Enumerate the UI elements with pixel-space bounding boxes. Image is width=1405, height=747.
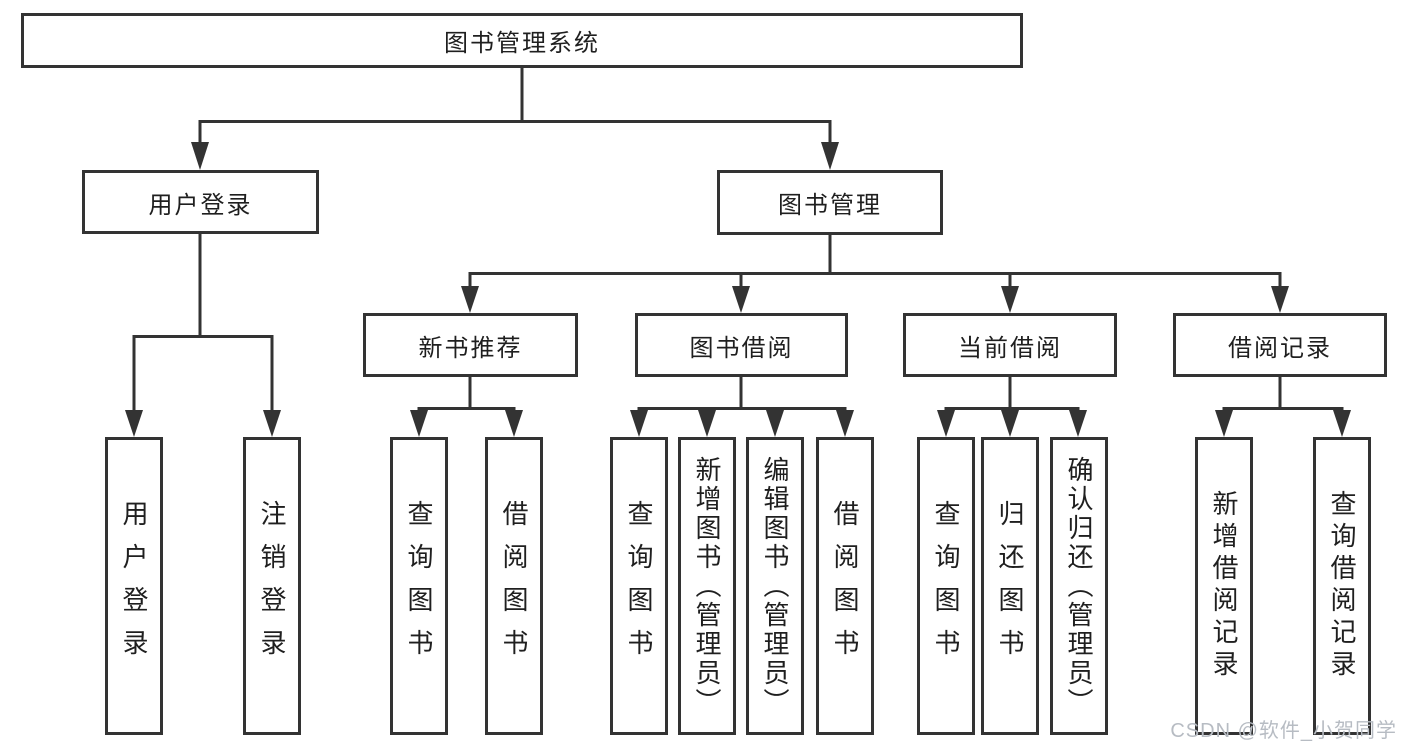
node-book-borrowing: 图书借阅 (635, 313, 848, 377)
node-new-book-recommendation: 新书推荐 (363, 313, 578, 377)
node-library-management-system: 图书管理系统 (21, 13, 1023, 68)
leaf-add-borrow-record: 新增借阅记录 (1195, 437, 1253, 735)
leaf-borrow-books-borrowing: 借阅图书 (816, 437, 874, 735)
leaf-query-books-current: 查询图书 (917, 437, 975, 735)
leaf-add-books-admin: 新增图书（管理员） (678, 437, 736, 735)
arrow-down-icons (125, 142, 1351, 437)
leaf-query-borrow-record: 查询借阅记录 (1313, 437, 1371, 735)
leaf-user-login: 用户登录 (105, 437, 163, 735)
leaf-query-books-recommend: 查询图书 (390, 437, 448, 735)
node-user-login: 用户登录 (82, 170, 319, 234)
leaf-confirm-return-admin: 确认归还（管理员） (1050, 437, 1108, 735)
node-book-management: 图书管理 (717, 170, 943, 235)
node-borrowing-records: 借阅记录 (1173, 313, 1387, 377)
leaf-logout: 注销登录 (243, 437, 301, 735)
node-current-borrowing: 当前借阅 (903, 313, 1117, 377)
leaf-borrow-books-recommend: 借阅图书 (485, 437, 543, 735)
leaf-return-books: 归还图书 (981, 437, 1039, 735)
csdn-watermark: CSDN @软件_小贺同学 (1170, 720, 1397, 742)
leaf-edit-books-admin: 编辑图书（管理员） (746, 437, 804, 735)
leaf-query-books-borrowing: 查询图书 (610, 437, 668, 735)
